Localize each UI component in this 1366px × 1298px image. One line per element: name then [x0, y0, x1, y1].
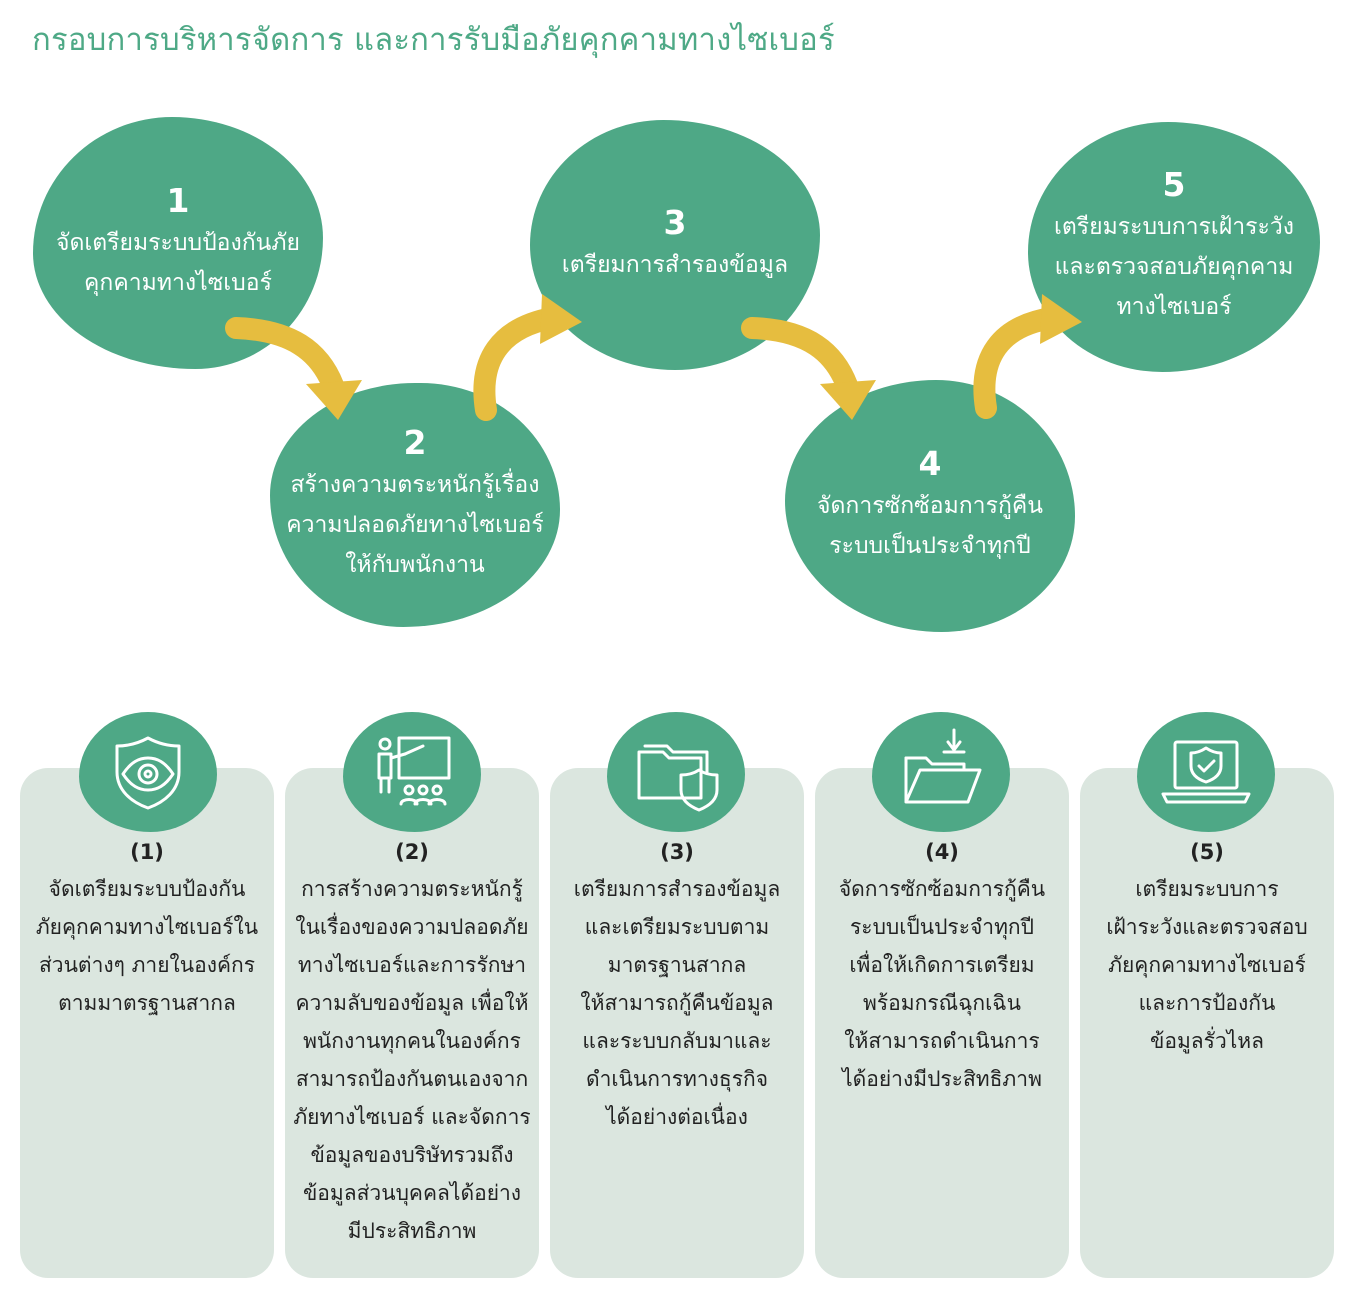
card-5-text: เตรียมระบบการ เฝ้าระวังและตรวจสอบ ภัยคุก…: [1106, 877, 1308, 1053]
step-1-number: 1: [166, 180, 190, 220]
step-1: 1 จัดเตรียมระบบป้องกันภัย คุกคามทางไซเบอ…: [33, 117, 323, 369]
card-5: (5) เตรียมระบบการ เฝ้าระวังและตรวจสอบ ภั…: [1080, 768, 1334, 1278]
card-1-text: จัดเตรียมระบบป้องกัน ภัยคุกคามทางไซเบอร์…: [35, 877, 259, 1015]
arrow-3-to-4: [741, 317, 859, 399]
step-1-text: จัดเตรียมระบบป้องกันภัย คุกคามทางไซเบอร์: [55, 230, 301, 297]
page-title: กรอบการบริหารจัดการ และการรับมือภัยคุกคา…: [32, 22, 835, 58]
arrow-1-to-2: [225, 317, 345, 399]
card-3: (3) เตรียมการสำรองข้อมูล และเตรียมระบบตา…: [550, 768, 804, 1278]
step-5: 5 เตรียมระบบการเฝ้าระวัง และตรวจสอบภัยคุ…: [1028, 122, 1320, 372]
step-2: 2 สร้างความตระหนักรู้เรื่อง ความปลอดภัยท…: [270, 383, 560, 627]
card-4: (4) จัดการซักซ้อมการกู้คืน ระบบเป็นประจำ…: [815, 768, 1069, 1278]
arrowhead-2: [540, 294, 582, 344]
step-3-text: เตรียมการสำรองข้อมูล: [561, 252, 789, 279]
arrow-4-to-5: [973, 307, 1063, 419]
eye-shield-icon: [79, 712, 217, 832]
step-3-number: 3: [663, 202, 687, 242]
arrowhead-4: [1040, 294, 1082, 344]
card-3-text: เตรียมการสำรองข้อมูล และเตรียมระบบตาม มา…: [573, 877, 781, 1129]
card-2: (2) การสร้างความตระหนักรู้ ในเรื่องของคว…: [285, 768, 539, 1278]
step-4: 4 จัดการซักซ้อมการกู้คืน ระบบเป็นประจำทุ…: [785, 380, 1075, 632]
step-5-number: 5: [1162, 164, 1186, 204]
flow-arrows: [225, 294, 1082, 421]
card-1-number: (1): [130, 840, 164, 864]
arrowhead-1: [306, 380, 362, 420]
card-5-number: (5): [1190, 840, 1224, 864]
card-3-number: (3): [660, 840, 694, 864]
presentation-training-icon: [343, 712, 481, 832]
step-4-number: 4: [918, 443, 942, 483]
card-4-number: (4): [925, 840, 959, 864]
arrowhead-3: [820, 380, 876, 420]
laptop-shield-icon: [1137, 712, 1275, 832]
step-2-number: 2: [403, 422, 427, 462]
step-5-text: เตรียมระบบการเฝ้าระวัง และตรวจสอบภัยคุกค…: [1054, 214, 1294, 321]
folder-download-icon: [872, 712, 1010, 832]
card-2-text: การสร้างความตระหนักรู้ ในเรื่องของความปล…: [293, 877, 531, 1243]
card-4-text: จัดการซักซ้อมการกู้คืน ระบบเป็นประจำทุกป…: [838, 877, 1046, 1091]
step-4-text: จัดการซักซ้อมการกู้คืน ระบบเป็นประจำทุกป…: [817, 493, 1043, 560]
step-2-text: สร้างความตระหนักรู้เรื่อง ความปลอดภัยทาง…: [286, 472, 544, 579]
card-1: (1) จัดเตรียมระบบป้องกัน ภัยคุกคามทางไซเ…: [20, 768, 274, 1278]
card-2-number: (2): [395, 840, 429, 864]
folder-shield-icon: [607, 712, 745, 832]
arrow-2-to-3: [473, 307, 563, 421]
